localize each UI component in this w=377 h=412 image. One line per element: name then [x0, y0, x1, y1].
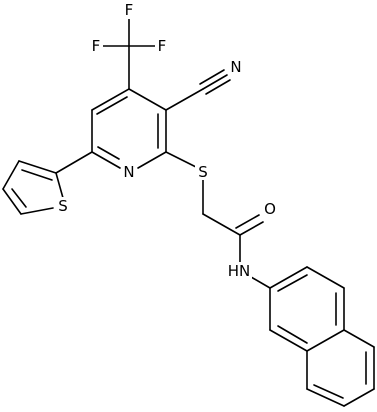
bond-nB-4	[306, 388, 345, 407]
bond-triple-3	[205, 79, 231, 95]
bond-c2-s	[165, 151, 197, 168]
bond-triple-1	[202, 74, 228, 90]
bond-ring-c4-c5-inner	[96, 96, 128, 115]
bond-th-s-c2	[55, 172, 64, 199]
bond-nB-3	[343, 388, 375, 407]
bond-nA-5-inner	[277, 325, 308, 344]
bond-c-o-1	[239, 221, 264, 236]
atom-n-pyridine: N	[123, 163, 134, 181]
bond-th-c5-s	[20, 207, 54, 215]
bond-nA-5	[269, 329, 308, 352]
bond-nA-1	[269, 266, 308, 289]
bond-th-c2-c3	[18, 160, 57, 174]
bond-ring-n1-c2	[137, 151, 167, 169]
bond-th-c3-c4	[2, 160, 20, 190]
bond-ring-c6-n1-inner	[97, 146, 120, 160]
bond-nA-1-inner	[277, 274, 308, 292]
bond-ring-c6-n1	[91, 151, 121, 169]
atom-f-left: F	[92, 37, 101, 55]
bond-n-naph	[250, 276, 271, 289]
bond-nB-1	[343, 329, 375, 348]
atom-s-thioether: S	[198, 163, 208, 181]
bond-nA-4	[306, 329, 345, 352]
atom-n-nitrile: N	[230, 58, 241, 76]
atom-s-thiophene: S	[58, 197, 68, 215]
bond-triple-2	[199, 69, 225, 85]
bond-nA-2	[306, 266, 345, 289]
bond-ch2-co	[202, 213, 241, 236]
atom-o-carbonyl: O	[264, 200, 276, 218]
bond-th-c4-c5-inner	[11, 188, 27, 208]
bond-c-o-2	[235, 214, 260, 229]
atom-nh-amide: HN	[228, 262, 251, 280]
bond-nB-4-inner	[313, 384, 344, 399]
bond-layer	[2, 17, 375, 407]
bond-c6-thiophene	[55, 151, 93, 174]
atom-f-right: F	[158, 37, 167, 55]
bond-c3-cn	[165, 88, 204, 111]
bond-th-c4-c5	[2, 188, 22, 215]
bond-ring-c3-c4	[128, 88, 167, 111]
bond-th-c2-c3-inner	[21, 169, 53, 181]
bond-ring-c4-c5	[91, 88, 130, 111]
atom-label-layer: F F F N N S S O HN	[56, 1, 278, 280]
atom-f-top: F	[125, 1, 134, 19]
